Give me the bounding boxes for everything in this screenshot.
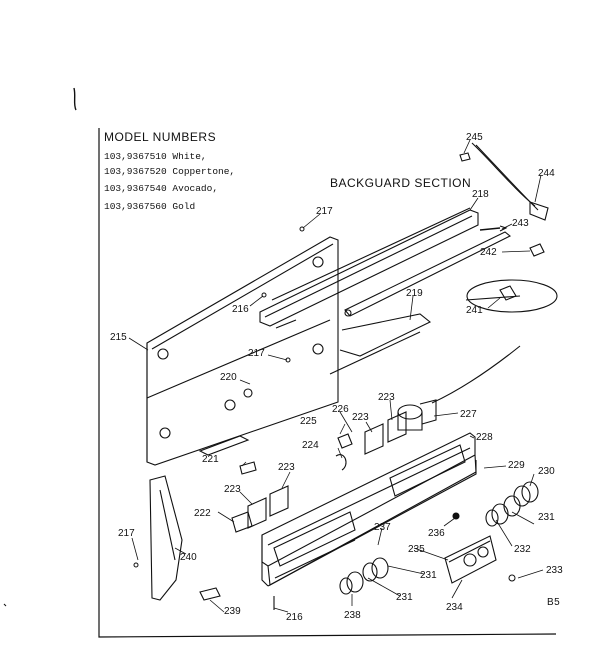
callout-label: 217 [118,528,135,539]
callout-label: 242 [480,247,497,258]
callout-label: 243 [512,218,529,229]
callout-label: 217 [316,206,333,217]
page-code: B5 [547,597,561,608]
callout-label: 223 [378,392,395,403]
end-plate [199,587,221,601]
section-title: BACKGUARD SECTION [330,176,472,190]
trim-rail [329,231,512,375]
callout-label: 245 [466,132,483,143]
callout-label: 231 [420,570,437,581]
model-number-line: 103,9367540 Avocado, [104,183,219,194]
side-trim [149,475,183,601]
callout-label: 244 [538,168,555,179]
wiring-loop [465,279,558,313]
callout-label: 223 [278,462,295,473]
support-rod [479,225,508,232]
callout-label: 231 [538,512,555,523]
screw-heads [133,226,516,582]
callout-label: 216 [286,612,303,623]
callout-label: 237 [374,522,391,533]
callout-label: 226 [332,404,349,415]
clock-timer [444,535,497,584]
thermostat [397,399,437,431]
retainer-nut [452,512,460,520]
model-number-line: 103,9367560 Gold [104,201,196,212]
selector-switch [337,433,353,449]
callout-label: 241 [466,305,483,316]
callout-label: 222 [194,508,211,519]
switch-block [231,511,253,533]
clip-part [529,243,545,257]
control-panel-housing [261,432,477,586]
callout-label: 217 [248,348,265,359]
callout-label: 235 [408,544,425,555]
frame-border [98,128,557,638]
callout-labels: 245 244 218 217 243 242 216 219 241 215 … [110,132,563,623]
power-cord [459,142,549,221]
model-number-line: 103,9367520 Coppertone, [104,166,236,177]
callout-label: 240 [180,552,197,563]
callout-label: 216 [232,304,249,315]
callout-label: 229 [508,460,525,471]
control-knobs [339,481,539,595]
callout-label: 234 [446,602,463,613]
callout-label: 220 [220,372,237,383]
callout-label: 232 [514,544,531,555]
callout-label: 215 [110,332,127,343]
callout-label: 221 [202,454,219,465]
callout-label: 228 [476,432,493,443]
front-control-plate [261,460,477,587]
switch-assembly [247,411,407,529]
callout-label: 219 [406,288,423,299]
callout-label: 223 [224,484,241,495]
callout-label: 233 [546,565,563,576]
model-number-line: 103,9367510 White, [104,151,207,162]
edge-mark [3,603,7,607]
model-numbers-heading: MODEL NUMBERS [104,130,217,144]
leader-lines [128,139,544,613]
thermostat-capillary [431,345,521,404]
callout-label: 230 [538,466,555,477]
callout-label: 239 [224,606,241,617]
callout-label: 224 [302,440,319,451]
callout-label: 218 [472,189,489,200]
callout-label: 231 [396,592,413,603]
callout-label: 227 [460,409,477,420]
frame-corner-mark [73,87,77,111]
callout-label: 223 [352,412,369,423]
callout-label: 225 [300,416,317,427]
back-panel [146,236,339,466]
indicator-lamp [239,461,257,475]
callout-label: 236 [428,528,445,539]
wire-lead [335,454,347,471]
callout-label: 238 [344,610,361,621]
